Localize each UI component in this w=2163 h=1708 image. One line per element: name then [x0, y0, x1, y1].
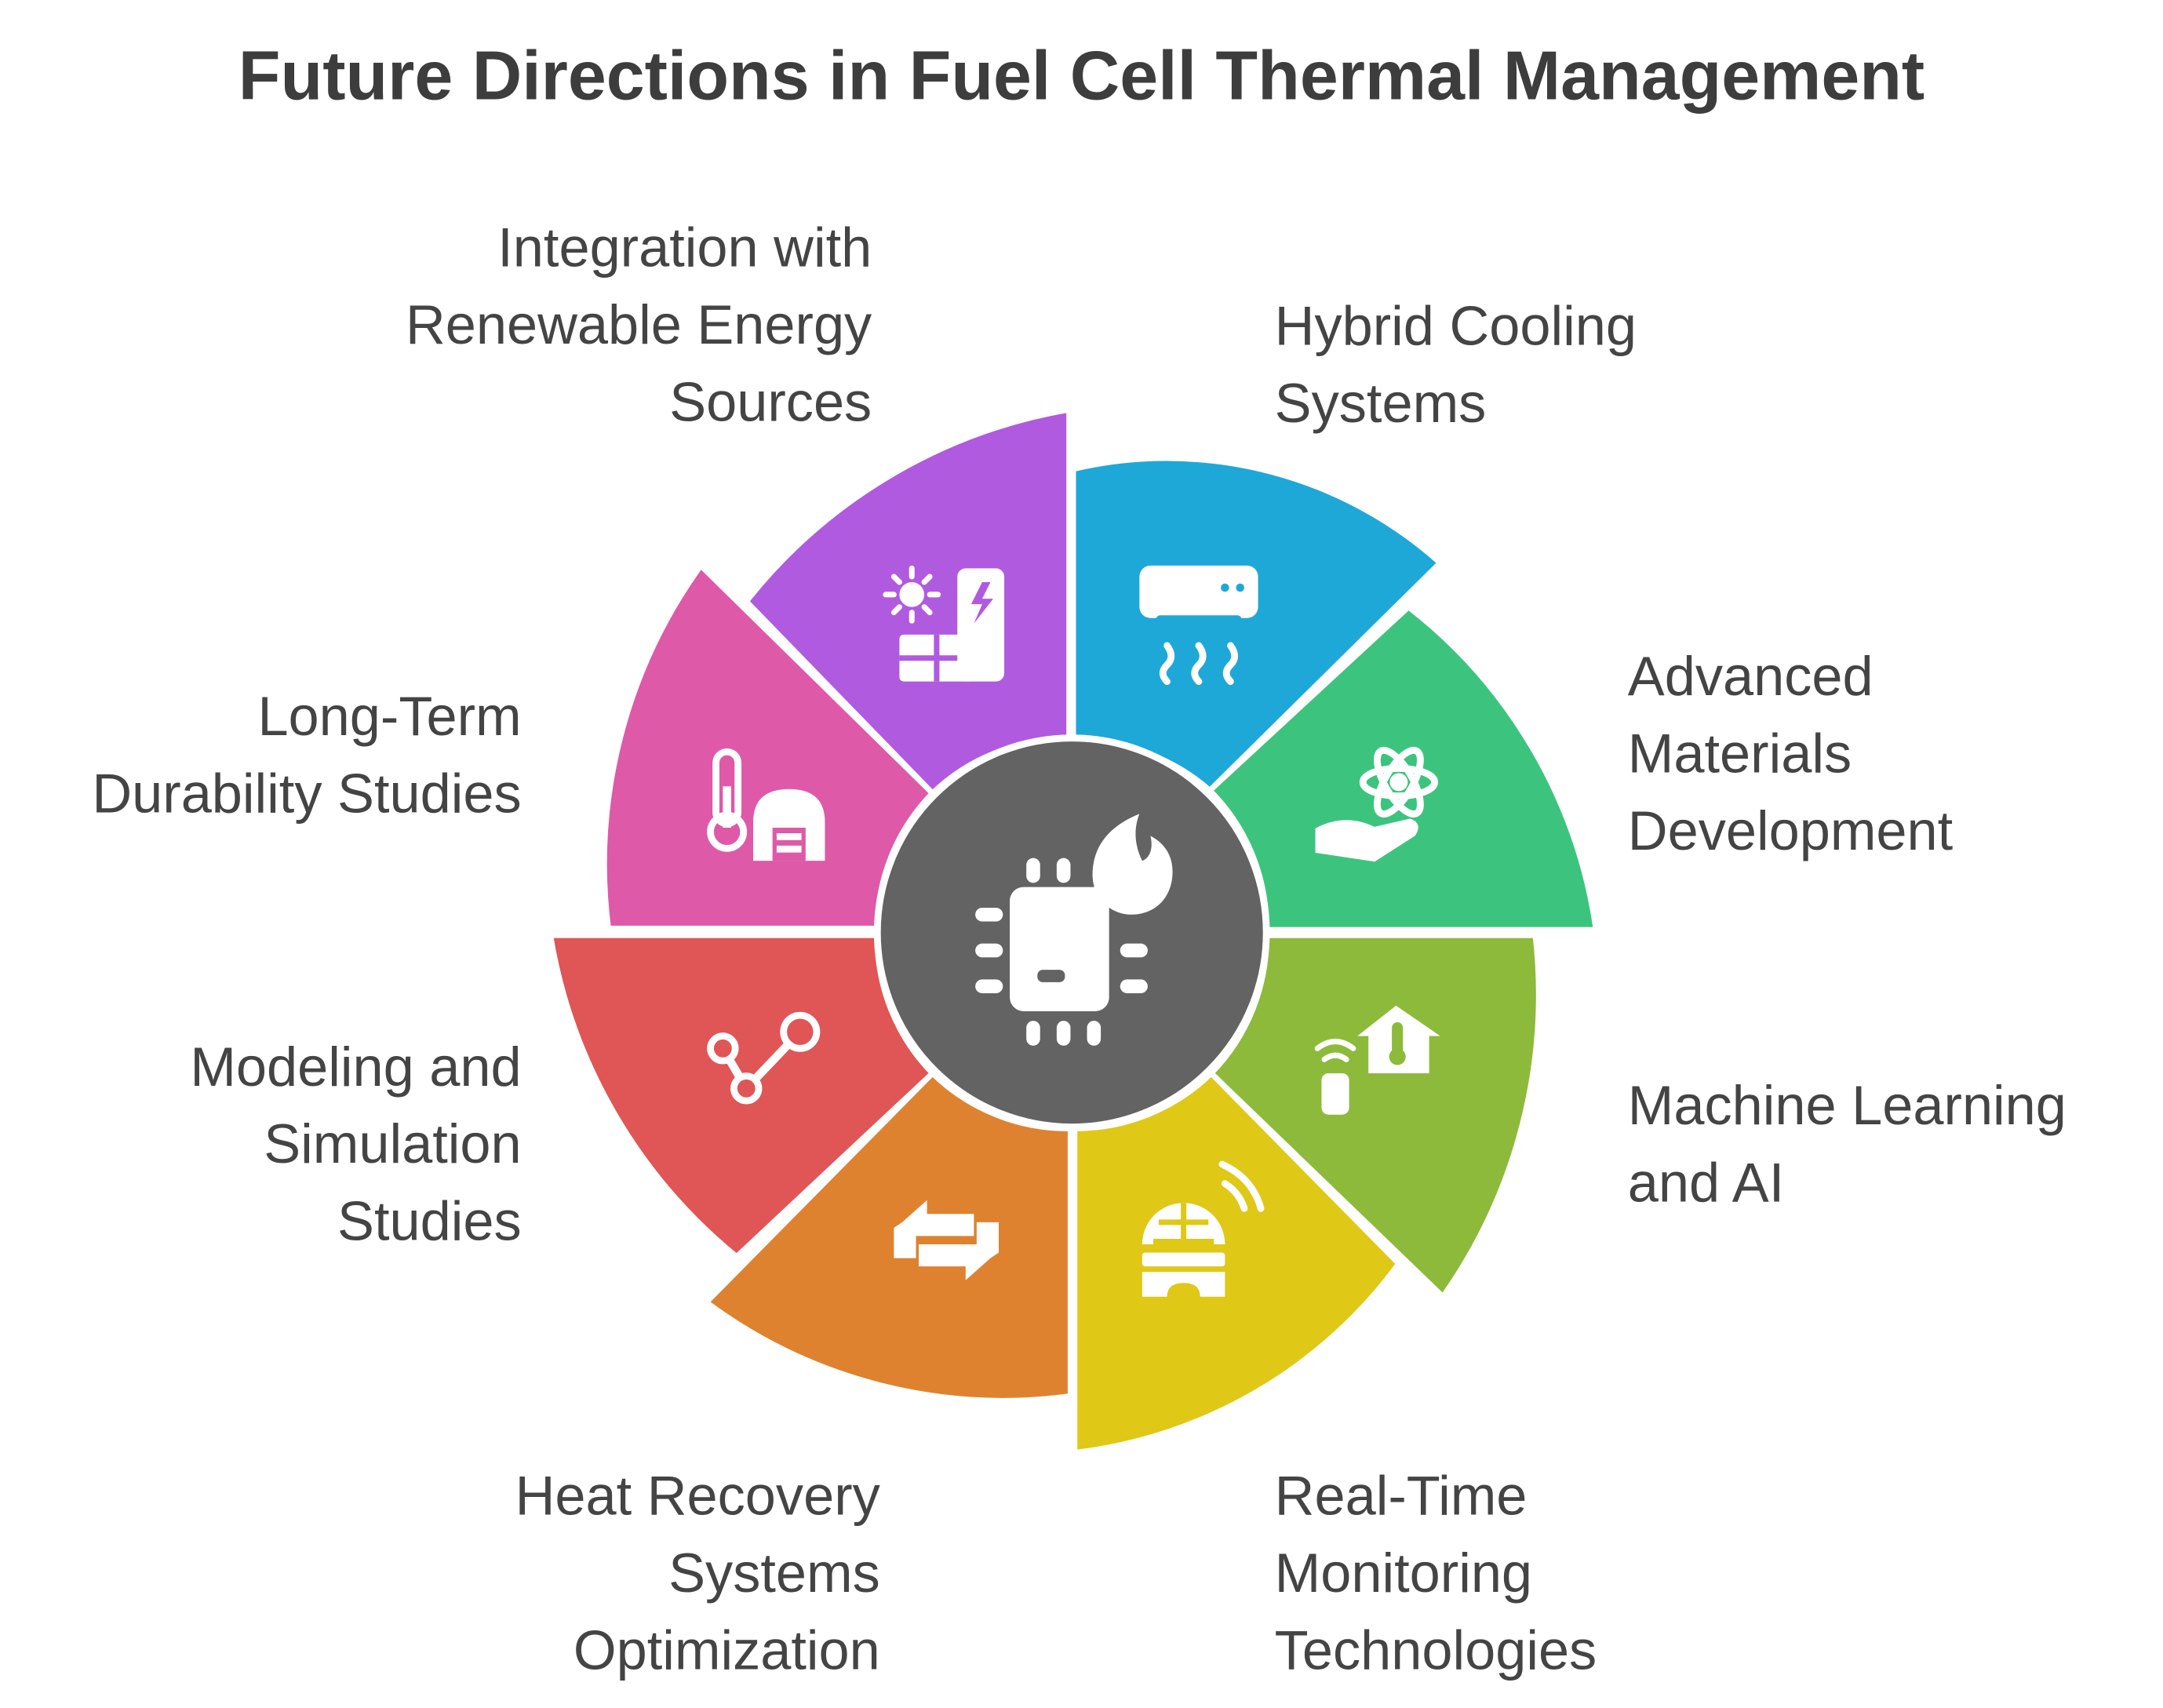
label-line: Sources	[669, 372, 872, 434]
globe-signal-icon	[1142, 1160, 1265, 1297]
label-modeling-simulation: Modeling and Simulation Studies	[190, 1029, 521, 1261]
label-line: Monitoring	[1274, 1543, 1533, 1604]
chip-flame-icon	[975, 814, 1173, 1046]
label-line: Durability Studies	[92, 764, 522, 825]
label-real-time-monitoring: Real-Time Monitoring Technologies	[1275, 1459, 1597, 1690]
air-conditioner-icon	[1139, 565, 1258, 685]
label-line: Advanced	[1627, 646, 1874, 708]
label-line: Heat Recovery	[515, 1466, 880, 1528]
label-hybrid-cooling: Hybrid Cooling Systems	[1275, 288, 1637, 442]
label-renewable-integration: Integration with Renewable Energy Source…	[406, 209, 872, 441]
label-line: Development	[1627, 801, 1954, 862]
atom-hand-icon	[1315, 747, 1439, 862]
label-line: Modeling and	[190, 1037, 522, 1098]
label-line: Renewable Energy	[405, 295, 872, 356]
label-line: Machine Learning	[1627, 1076, 2067, 1137]
label-line: Optimization	[573, 1621, 880, 1682]
label-line: Hybrid Cooling	[1274, 297, 1637, 358]
label-line: Integration with	[497, 217, 872, 279]
page-title: Future Directions in Fuel Cell Thermal M…	[238, 37, 1925, 115]
label-line: Systems	[668, 1543, 880, 1604]
label-line: Simulation	[264, 1114, 522, 1176]
label-line: Long-Term	[257, 686, 522, 748]
label-line: Systems	[1274, 373, 1487, 435]
thermometer-warehouse-icon	[707, 748, 825, 861]
label-machine-learning: Machine Learning and AI	[1628, 1068, 2067, 1222]
recycle-arrows-icon	[894, 1200, 1000, 1280]
label-durability: Long-Term Durability Studies	[92, 679, 521, 833]
label-line: Materials	[1627, 724, 1852, 785]
label-line: Studies	[337, 1192, 522, 1253]
label-line: Technologies	[1274, 1621, 1597, 1682]
node-graph-icon	[707, 1011, 821, 1105]
label-advanced-materials: Advanced Materials Development	[1628, 639, 1953, 870]
smart-home-thermometer-icon	[1314, 1005, 1440, 1115]
solar-charging-icon	[883, 565, 1005, 682]
label-heat-recovery: Heat Recovery Systems Optimization	[515, 1459, 880, 1690]
label-line: Real-Time	[1274, 1466, 1528, 1528]
label-line: and AI	[1627, 1153, 1785, 1215]
